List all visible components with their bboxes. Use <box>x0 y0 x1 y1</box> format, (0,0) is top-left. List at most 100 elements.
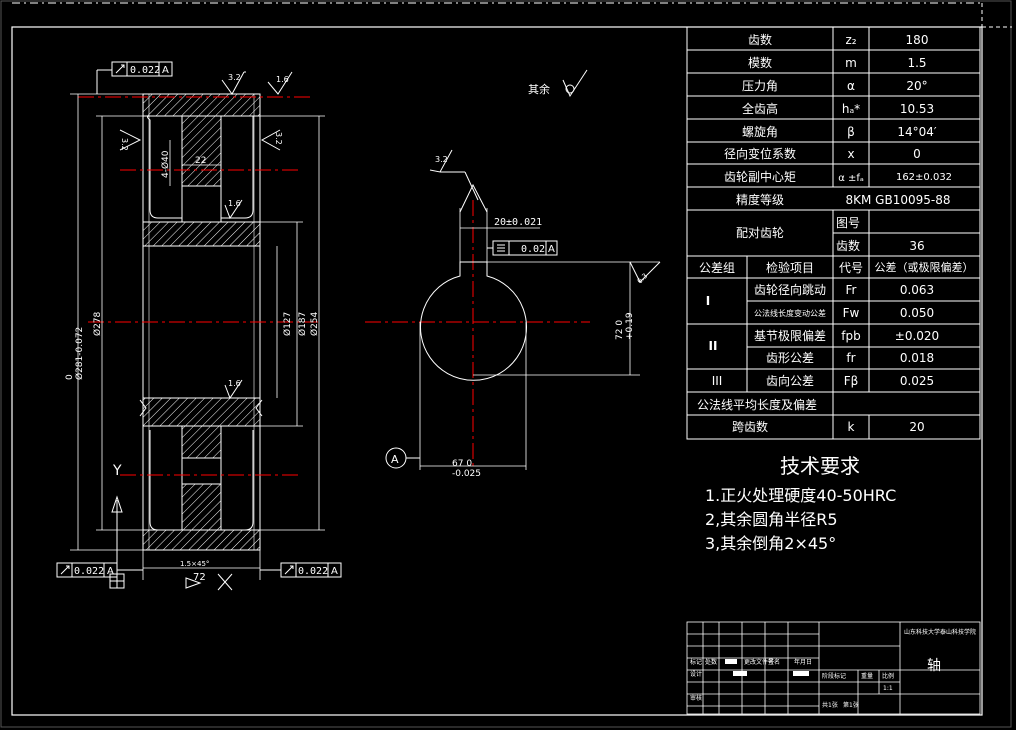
g1-item-1: 公法线长度变动公差 <box>754 308 826 318</box>
tech-title: 技术要求 <box>780 454 860 478</box>
dim-width: 72 <box>193 572 206 583</box>
title-block-text: 山东科技大学泰山科技学院 轴 标记 处数 更改文件号 签名 年月日 设计 阶段标… <box>690 628 976 709</box>
g3-value-0: 0.025 <box>900 374 934 388</box>
tb-label-count: 处数 <box>705 658 717 666</box>
spec-label-0: 齿数 <box>748 32 772 47</box>
spec-label-5: 径向变位系数 <box>724 146 796 161</box>
spec-sym-3: hₐ* <box>842 102 860 116</box>
g1-code-0: Fr <box>846 283 857 297</box>
roughness-top-right: 1.6 <box>276 75 289 84</box>
tolerance-datum-top: A <box>162 65 169 76</box>
spec-label-2: 压力角 <box>742 79 778 93</box>
section-mark-label: Y <box>112 463 122 479</box>
spec-table <box>686 26 981 440</box>
precision-value: 8KM GB10095-88 <box>846 193 951 207</box>
roughness-side-left: 3.2 <box>120 138 129 151</box>
dim-inner: 22 <box>195 156 206 166</box>
header-tol: 公差（或极限偏差） <box>875 260 974 274</box>
tolerance-datum-br: A <box>331 566 338 577</box>
tolerance-value-br: 0.022 <box>298 566 328 577</box>
tech-line-3: 3,其余倒角2×45° <box>705 534 836 553</box>
spec-sym-0: z₂ <box>845 33 856 47</box>
spec-label-6: 齿轮副中心矩 <box>724 169 796 184</box>
roughness-web: 1.6 <box>228 199 241 208</box>
datum-a-label: A <box>391 453 399 466</box>
tb-label-sign: 签名 <box>768 658 780 666</box>
roughness-symbols <box>119 71 293 417</box>
tech-requirements: 技术要求 1.正火处理硬度40-50HRC 2,其余圆角半径R5 3,其余倒角2… <box>705 454 896 553</box>
spec-sym-1: m <box>845 56 857 70</box>
roughness-top-left: 3.2 <box>228 73 241 82</box>
mating-teeth-label: 齿数 <box>836 238 860 253</box>
rest-roughness-label: 其余 <box>528 82 550 96</box>
tb-label-stage: 阶段标记 <box>822 672 846 680</box>
group-1-name: I <box>706 294 710 308</box>
tech-line-2: 2,其余圆角半径R5 <box>705 510 838 529</box>
spec-sym-5: x <box>847 147 854 161</box>
school-name: 山东科技大学泰山科技学院 <box>904 628 976 636</box>
tolerance-frame-top: 0.022 A <box>96 61 173 94</box>
g2-code-0: fpb <box>841 329 860 343</box>
roughness-side-right: 3.2 <box>274 132 283 145</box>
footer-2-label: 跨齿数 <box>732 419 768 434</box>
g2-item-0: 基节极限偏差 <box>754 328 826 343</box>
footer-2-value: 20 <box>909 420 924 434</box>
key-dim-depth: 72 0+0.19 <box>615 312 635 340</box>
spec-value-3: 10.53 <box>900 102 934 116</box>
spec-label-4: 螺旋角 <box>742 125 778 139</box>
g2-code-1: fr <box>846 351 855 365</box>
key-dim-width: 20±0.021 <box>494 217 542 228</box>
spec-label-3: 全齿高 <box>742 101 778 116</box>
tolerance-value-top: 0.022 <box>130 65 160 76</box>
footer-2-sym: k <box>848 420 855 434</box>
key-roughness-right: 6.3 <box>636 272 650 286</box>
tolerance-frame-bottom-right: 0.022 A <box>260 562 342 578</box>
section-marker: Y <box>109 463 233 591</box>
chamfer-label: 1.5×45° <box>180 560 209 568</box>
group-3-name: III <box>712 374 723 388</box>
g2-item-1: 齿形公差 <box>766 351 814 365</box>
tolerance-value-bl: 0.022 <box>74 566 104 577</box>
tb-label-weight: 重量 <box>861 672 873 680</box>
dim-bore: Ø127 <box>282 312 293 336</box>
dim-hole: 4-Ø40 <box>160 150 171 178</box>
gear-dimensions <box>70 93 325 580</box>
dim-outer-tol: 0Ø281-0.072 <box>65 327 85 380</box>
spec-table-text: 齿数 z₂ 180 模数 m 1.5 压力角 α 20° 全齿高 hₐ* 10.… <box>697 32 974 434</box>
keyway-view <box>385 69 661 470</box>
header-item: 检验项目 <box>766 260 814 275</box>
spec-label-1: 模数 <box>748 55 772 70</box>
tech-line-1: 1.正火处理硬度40-50HRC <box>705 486 896 505</box>
key-dim-dia: 67 0-0.025 <box>452 459 481 479</box>
title-block <box>686 621 981 715</box>
g1-code-1: Fw <box>843 306 860 320</box>
dim-rim: Ø254 <box>309 311 320 336</box>
spec-value-1: 1.5 <box>907 56 926 70</box>
g2-value-0: ±0.020 <box>895 329 939 343</box>
tb-sheet-number: 第1张 <box>843 701 859 709</box>
roughness-hub: 1.6 <box>228 379 241 388</box>
header-group: 公差组 <box>699 261 735 275</box>
spec-value-4: 14°04′ <box>897 125 937 139</box>
precision-label: 精度等级 <box>736 192 784 207</box>
g1-item-0: 齿轮径向跳动 <box>754 282 826 297</box>
g2-value-1: 0.018 <box>900 351 934 365</box>
mating-drawing-label: 图号 <box>836 216 860 230</box>
tb-scale-value: 1:1 <box>883 685 893 692</box>
spec-sym-6: α ±fₐ <box>838 173 864 184</box>
spec-value-6: 162±0.032 <box>896 172 952 183</box>
center-lines <box>78 96 590 476</box>
spec-value-2: 20° <box>906 79 927 93</box>
key-sym-tol: 0.02 <box>521 244 545 255</box>
spec-value-0: 180 <box>906 33 929 47</box>
tolerance-datum-bl: A <box>107 566 114 577</box>
dim-hub: Ø187 <box>297 312 308 336</box>
mating-label: 配对齿轮 <box>736 226 784 240</box>
tb-label-scale: 比例 <box>882 672 894 680</box>
key-sym-datum: A <box>548 244 555 255</box>
spec-sym-2: α <box>847 79 855 93</box>
dim-od: Ø278 <box>92 311 103 336</box>
spec-sym-4: β <box>847 125 855 139</box>
